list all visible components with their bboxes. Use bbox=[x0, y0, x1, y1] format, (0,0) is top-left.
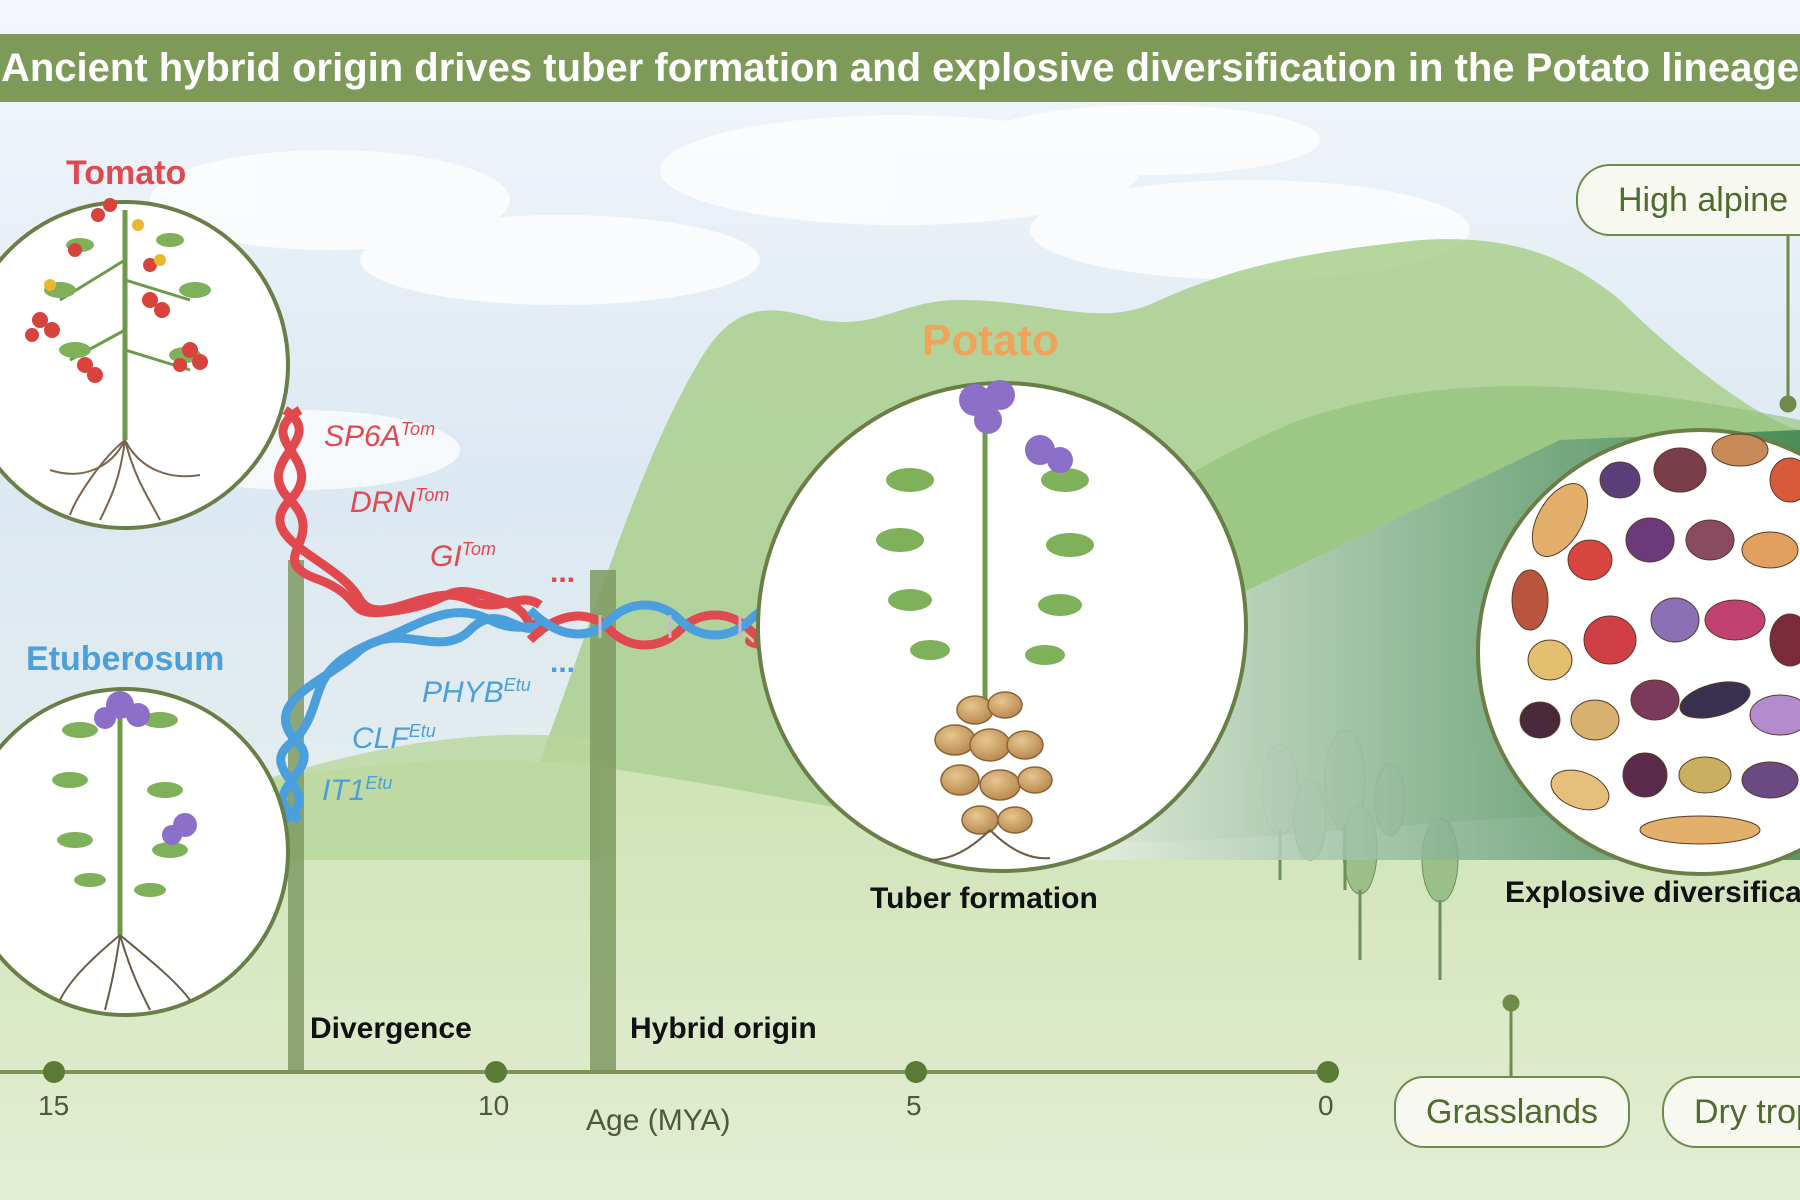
dry-tropical-label: Dry tropical bbox=[1694, 1092, 1800, 1131]
diversity-circle bbox=[1476, 428, 1800, 876]
divergence-label: Divergence bbox=[310, 1012, 472, 1045]
etuberosum-ellipsis: ... bbox=[550, 646, 576, 679]
explosive-label-clip: Explosive diversification bbox=[1505, 876, 1800, 920]
tomato-ellipsis: ... bbox=[550, 556, 576, 589]
hybrid-origin-bar bbox=[590, 570, 616, 1072]
tick-label-15: 15 bbox=[38, 1090, 70, 1121]
tomato-helix-strand-2 bbox=[275, 406, 543, 615]
tuber-cluster bbox=[934, 691, 1053, 835]
gene-it1-etu: IT1Etu bbox=[322, 773, 393, 807]
gene-sp6a-tom: SP6ATom bbox=[324, 419, 436, 453]
gene-gi-tom: GITom bbox=[430, 539, 497, 573]
title-bar: Ancient hybrid origin drives tuber forma… bbox=[0, 34, 1800, 102]
tick-dot-15 bbox=[43, 1061, 65, 1083]
etuberosum-plant-illustration bbox=[52, 691, 197, 1011]
dry-tropical-pill: Dry tropical bbox=[1662, 1076, 1800, 1148]
tomato-circle bbox=[0, 198, 290, 530]
tick-dot-5 bbox=[905, 1061, 927, 1083]
tick-label-10: 10 bbox=[478, 1090, 510, 1121]
tomato-plant-illustration bbox=[25, 198, 211, 521]
timeline-ticks bbox=[43, 1061, 1339, 1083]
tuber-formation-label: Tuber formation bbox=[870, 882, 1098, 915]
high-alpine-pill: High alpine bbox=[1576, 164, 1800, 236]
potato-variety-collage bbox=[1511, 433, 1800, 845]
tick-dot-10 bbox=[485, 1061, 507, 1083]
potato-label: Potato bbox=[922, 316, 1059, 365]
grasslands-pill: Grasslands bbox=[1394, 1076, 1630, 1148]
tick-label-5: 5 bbox=[906, 1090, 922, 1121]
hybrid-origin-label: Hybrid origin bbox=[630, 1012, 817, 1045]
diagram-title: Ancient hybrid origin drives tuber forma… bbox=[0, 45, 1800, 90]
tick-label-0: 0 bbox=[1318, 1090, 1334, 1121]
tick-dot-0 bbox=[1317, 1061, 1339, 1083]
tomato-label: Tomato bbox=[66, 154, 187, 192]
etuberosum-label: Etuberosum bbox=[26, 640, 225, 678]
grasslands-label: Grasslands bbox=[1426, 1092, 1598, 1131]
habitat-connectors bbox=[1502, 232, 1797, 1076]
gene-phyb-etu: PHYBEtu bbox=[422, 675, 531, 709]
axis-label: Age (MYA) bbox=[586, 1104, 731, 1137]
potato-plant-illustration bbox=[876, 380, 1094, 861]
high-alpine-label: High alpine bbox=[1618, 180, 1789, 219]
gene-drn-tom: DRNTom bbox=[350, 485, 450, 519]
potato-circle bbox=[756, 380, 1248, 873]
explosive-diversification-label: Explosive diversification bbox=[1505, 876, 1800, 909]
etuberosum-helix-strand-2 bbox=[276, 608, 548, 824]
gene-clf-etu: CLFEtu bbox=[352, 721, 436, 755]
etuberosum-circle bbox=[0, 687, 290, 1017]
